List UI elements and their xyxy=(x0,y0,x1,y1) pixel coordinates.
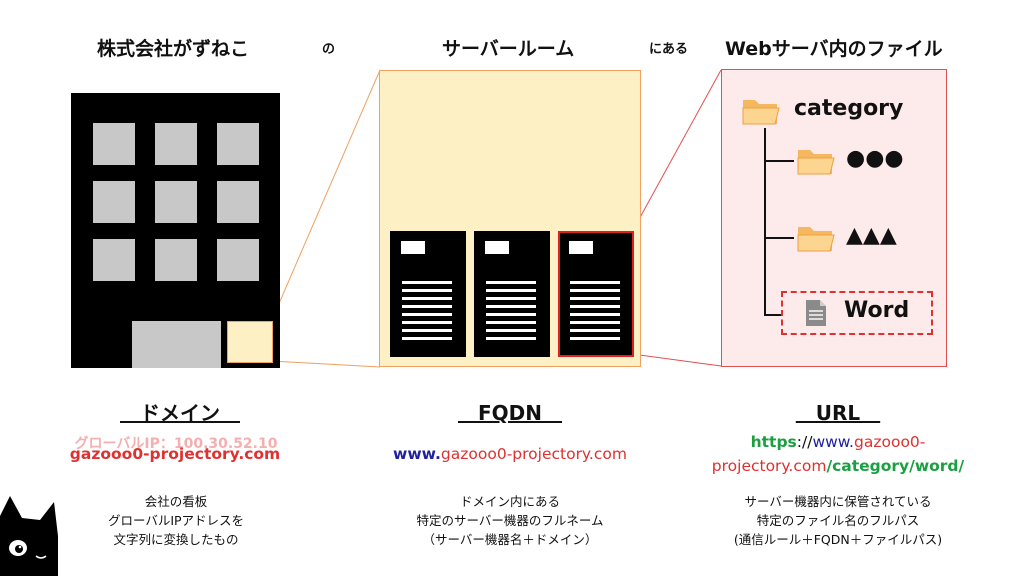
server-rack xyxy=(390,231,466,357)
word-file-highlight xyxy=(781,291,933,335)
fqdn-domain: gazooo0-projectory.com xyxy=(440,445,627,463)
server-room-panel xyxy=(379,70,641,367)
building-zoom-line-bottom xyxy=(270,360,381,368)
url-title: URL xyxy=(795,401,881,425)
document-icon xyxy=(806,300,826,326)
building-window xyxy=(217,123,259,165)
folder-icon xyxy=(797,150,835,175)
url-example: https://www.gazooo0- projectory.com/cate… xyxy=(700,430,976,478)
domain-description: 会社の看板 グローバルIPアドレスを 文字列に変換したもの xyxy=(107,494,245,547)
building-window xyxy=(155,123,197,165)
fqdn-title: FQDN xyxy=(457,401,562,425)
building-window xyxy=(217,181,259,223)
domain-title: ドメイン xyxy=(120,401,240,425)
file-tree-panel: category ●●● ▲▲▲ Word xyxy=(721,69,947,367)
url-domain-part1: gazooo0- xyxy=(854,433,926,451)
server-rack xyxy=(474,231,550,357)
folder-icon xyxy=(797,227,835,252)
building-zoom-line-top xyxy=(270,69,381,323)
tree-root-label: category xyxy=(794,96,904,121)
tree-branch-line xyxy=(764,314,782,316)
tree-branch-line xyxy=(764,237,794,239)
building-window xyxy=(93,239,135,281)
url-description: サーバー機器内に保管されている 特定のファイル名のフルパス (通信ルール＋FQD… xyxy=(733,494,943,547)
tree-trunk-line xyxy=(764,128,766,316)
building-window xyxy=(217,239,259,281)
url-host: www. xyxy=(812,433,854,451)
building-door xyxy=(132,321,221,368)
tree-child2-label: ▲▲▲ xyxy=(846,223,897,248)
header-web-file: Webサーバ内のファイル xyxy=(725,38,943,60)
building-window xyxy=(155,239,197,281)
folder-icon xyxy=(742,100,780,125)
building-illustration xyxy=(71,93,280,368)
url-separator: :// xyxy=(796,433,813,451)
fqdn-description: ドメイン内にある 特定のサーバー機器のフルネーム （サーバー機器名＋ドメイン） xyxy=(416,494,604,547)
fqdn-example: www.gazooo0-projectory.com xyxy=(372,445,648,463)
url-scheme: https xyxy=(750,433,797,451)
tree-file-label: Word xyxy=(844,298,910,323)
building-window xyxy=(93,123,135,165)
header-company: 株式会社がずねこ xyxy=(97,38,250,60)
black-cat-mascot xyxy=(0,496,58,576)
header-server-room: サーバールーム xyxy=(442,38,575,60)
server-rack-highlighted xyxy=(558,231,634,357)
url-path: /category/word/ xyxy=(826,457,965,475)
tree-branch-line xyxy=(764,160,794,162)
server-zoom-line-top xyxy=(631,69,722,233)
header-no: の xyxy=(322,42,336,57)
building-window xyxy=(155,181,197,223)
building-window xyxy=(93,181,135,223)
domain-ghost-ip: グローバルIP：100.30.52.10 xyxy=(74,436,278,452)
server-room-highlight xyxy=(227,321,273,363)
fqdn-host: www. xyxy=(393,445,441,463)
domain-example: gazooo0-projectory.com xyxy=(69,445,281,463)
tree-child1-label: ●●● xyxy=(846,146,904,171)
server-zoom-line-bottom xyxy=(631,353,722,367)
header-niaru: にある xyxy=(649,42,689,57)
url-domain-part2: projectory.com xyxy=(711,457,827,475)
